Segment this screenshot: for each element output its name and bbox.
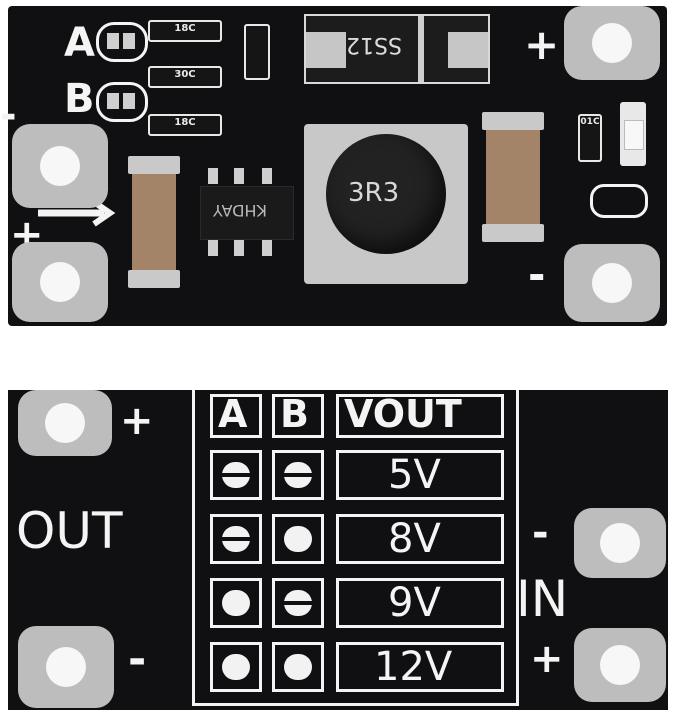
arrow-right-icon bbox=[38, 199, 116, 227]
bottom-pad-in-plus bbox=[574, 628, 666, 702]
top-pcb-board: A B - + + - 18C 30C 18C 01C SS12 3R3 KHD… bbox=[0, 6, 667, 326]
top-pad-right-lower bbox=[564, 244, 660, 322]
row-5v-vout: 5V bbox=[388, 452, 441, 498]
out-minus-label: - bbox=[128, 634, 147, 685]
voltage-table: A B VOUT 5V 8V 9V 12V bbox=[192, 390, 522, 710]
row-8v-jumper-b bbox=[284, 526, 312, 552]
header-vout-cell bbox=[336, 394, 504, 438]
output-plus-label: + bbox=[524, 20, 560, 69]
table-header-b: B bbox=[280, 392, 309, 436]
capacitor-left bbox=[128, 156, 180, 288]
jumper-b-label: B bbox=[64, 76, 95, 122]
row-8v-jumper-a bbox=[222, 526, 250, 552]
led-outline bbox=[590, 184, 648, 218]
resistor-r2: 30C bbox=[148, 66, 222, 88]
in-plus-label: + bbox=[530, 636, 564, 682]
in-minus-label: - bbox=[532, 510, 549, 556]
out-plus-label: + bbox=[120, 398, 154, 444]
diode-marking: SS12 bbox=[346, 32, 402, 57]
table-header-vout: VOUT bbox=[344, 392, 462, 436]
row-5v-jumper-b bbox=[284, 462, 312, 488]
row-9v-jumper-a bbox=[222, 590, 250, 616]
bottom-pad-in-minus bbox=[574, 508, 666, 578]
ic-khday: KHDAY bbox=[200, 186, 294, 240]
row-9v-jumper-b bbox=[284, 590, 312, 616]
bottom-pad-out-plus bbox=[18, 390, 112, 456]
bottom-pcb-board: + OUT - - IN + A B VOUT 5V 8V bbox=[8, 390, 668, 710]
header-b-cell bbox=[272, 394, 324, 438]
row-12v-jumper-a bbox=[222, 654, 250, 680]
top-pad-left-upper bbox=[12, 124, 108, 208]
inductor-marking: 3R3 bbox=[348, 178, 400, 208]
out-label: OUT bbox=[16, 502, 123, 560]
jumper-a-label: A bbox=[64, 20, 95, 66]
jumper-pad-a bbox=[96, 22, 148, 62]
row-12v-vout: 12V bbox=[374, 644, 453, 690]
row-9v-vout: 9V bbox=[388, 580, 441, 626]
resistor-r4: 01C bbox=[578, 114, 602, 162]
input-minus-label: - bbox=[0, 92, 17, 138]
jumper-pad-b bbox=[96, 82, 148, 122]
table-header-a: A bbox=[218, 392, 248, 436]
header-a-cell bbox=[210, 394, 262, 438]
bottom-pad-out-minus bbox=[18, 626, 114, 708]
ic-marking: KHDAY bbox=[213, 201, 268, 220]
top-pad-left-lower bbox=[12, 242, 108, 322]
in-label: IN bbox=[516, 570, 569, 628]
inductor-3r3: 3R3 bbox=[326, 134, 446, 254]
led bbox=[620, 102, 646, 166]
row-12v-jumper-b bbox=[284, 654, 312, 680]
resistor-r1: 18C bbox=[148, 20, 222, 42]
resistor-vertical bbox=[244, 24, 270, 80]
row-8v-vout: 8V bbox=[388, 516, 441, 562]
capacitor-right bbox=[482, 112, 544, 242]
row-5v-jumper-a bbox=[222, 462, 250, 488]
top-pad-right-upper bbox=[564, 6, 660, 80]
resistor-r3: 18C bbox=[148, 114, 222, 136]
diode-ss12: SS12 bbox=[304, 14, 490, 84]
output-minus-label: - bbox=[528, 250, 546, 299]
